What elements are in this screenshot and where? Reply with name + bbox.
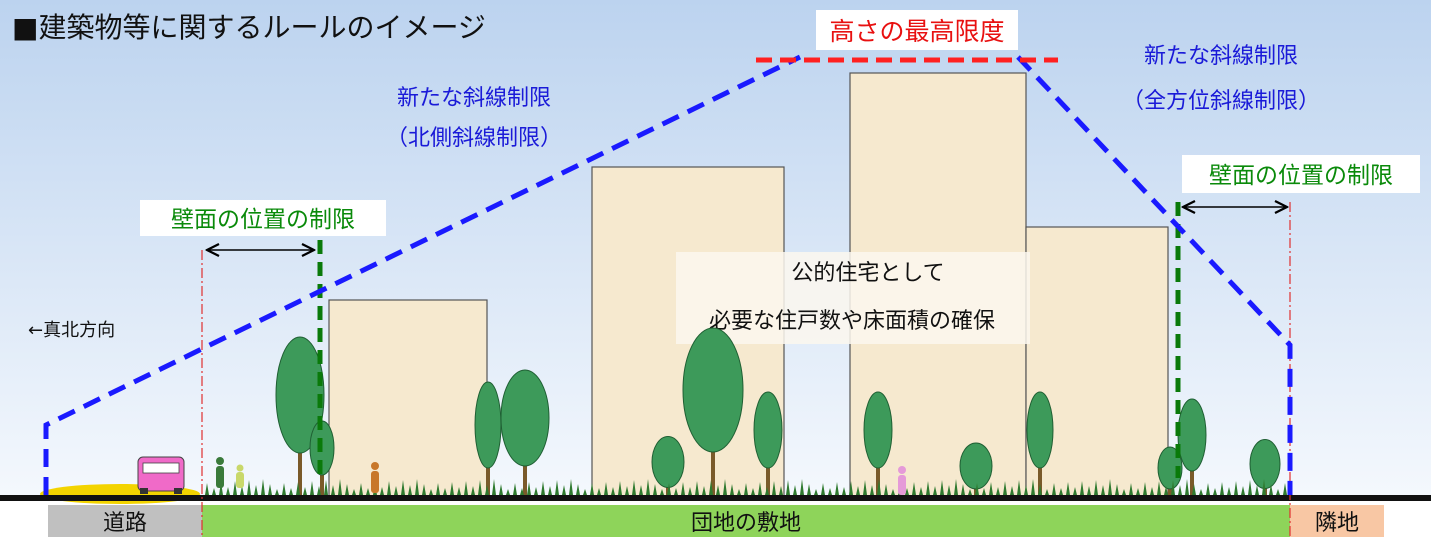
tree-icon [651,436,685,495]
site-label: 団地の敷地 [691,511,801,536]
center-text-box [676,252,1030,344]
wall-left-label: 壁面の位置の制限 [171,207,355,233]
trees [275,327,1281,495]
tree-icon [500,369,550,495]
page-title: ■建築物等に関するルールのイメージ [12,11,486,44]
center-text-line2: 必要な住戸数や床面積の確保 [709,309,995,334]
road-band [48,505,202,537]
neighbor-label: 隣地 [1315,511,1359,536]
wall-right-label: 壁面の位置の制限 [1209,163,1393,189]
person-4 [898,466,906,495]
grass-tufts [205,479,1287,495]
person-1 [216,457,224,488]
center-text-line1: 公的住宅として [791,261,944,286]
wall-left-label-bg [140,200,386,236]
north-slant-label-line2: （北側斜線制限） [386,126,562,151]
person-2 [236,464,244,488]
tree-icon [275,336,325,495]
all-slant-label-line1: 新たな斜線制限 [1144,44,1298,69]
wall-right-label-bg [1182,155,1420,193]
height-limit-label-bg [816,10,1018,50]
person-3 [371,462,379,493]
people [216,457,906,495]
height-limit-label: 高さの最高限度 [829,17,1004,46]
tree-icon [682,327,744,495]
ground-line [0,495,1431,501]
tree-icon [1026,391,1054,495]
tree-icon [753,391,783,495]
north-slant-line [43,54,802,495]
building-1 [328,299,488,498]
north-direction-label: ←真北方向 [28,320,115,341]
neighbor-band [1290,505,1384,537]
north-slant-label-line1: 新たな斜線制限 [397,86,551,111]
road-label: 道路 [103,511,147,536]
grass [205,479,1287,495]
tree-icon [959,442,993,495]
tree-icon [1177,398,1207,495]
tree-icon [863,391,893,495]
all-slant-label-line2: （全方位斜線制限） [1122,89,1320,114]
site-band [202,505,1290,537]
all-slant-line [1016,55,1293,495]
